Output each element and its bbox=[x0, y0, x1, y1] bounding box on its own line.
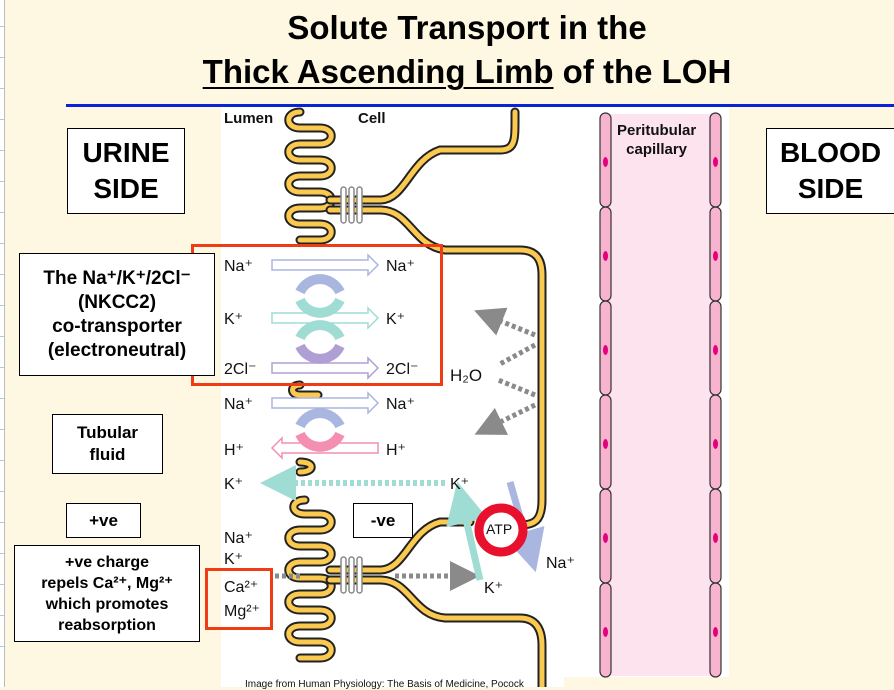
tubular-fluid-line2: fluid bbox=[89, 445, 126, 464]
water-arrows bbox=[474, 307, 537, 435]
capillary-label: Peritubular capillary bbox=[617, 121, 696, 159]
figure-background bbox=[221, 107, 564, 687]
cell-label: Cell bbox=[358, 110, 386, 127]
nkcc2-line1: The Na⁺/K⁺/2Cl⁻ bbox=[43, 267, 191, 289]
para-ion-mg: Mg²⁺ bbox=[224, 603, 260, 620]
charge-note-line1: +ve charge bbox=[64, 553, 150, 571]
pump-k-label: K⁺ bbox=[484, 580, 504, 597]
ion-left-na: Na⁺ bbox=[224, 258, 253, 275]
charge-note-line4: reabsorption bbox=[58, 616, 156, 634]
lumen-label: Lumen bbox=[224, 110, 274, 127]
basolateral-membrane bbox=[325, 107, 547, 687]
slide-title-line1: Solute Transport in the bbox=[287, 9, 647, 46]
na-h-exchanger bbox=[270, 391, 380, 460]
blood-side-box: BLOOD SIDE bbox=[766, 128, 894, 214]
k-carrier-arc-2 bbox=[295, 320, 345, 341]
para-ion-na: Na⁺ bbox=[224, 530, 253, 547]
negative-charge-box: -ve bbox=[353, 503, 413, 538]
na-carrier-arc bbox=[295, 274, 345, 295]
tubular-fluid-box: Tubular fluid bbox=[52, 414, 163, 474]
nkcc2-box: The Na⁺/K⁺/2Cl⁻ (NKCC2) co-transporter (… bbox=[19, 253, 215, 376]
blood-side-line1: BLOOD bbox=[779, 137, 882, 168]
ion-right-k-2: K⁺ bbox=[450, 476, 470, 493]
ion-right-cl: 2Cl⁻ bbox=[386, 361, 419, 378]
pump-k-arrow bbox=[446, 481, 488, 581]
atp-pump-ring bbox=[474, 503, 528, 557]
charge-note-line2: repels Ca²⁺, Mg²⁺ bbox=[41, 574, 173, 592]
para-ion-ca: Ca²⁺ bbox=[224, 579, 259, 596]
urine-side-line1: URINE bbox=[82, 137, 170, 168]
k-arrow bbox=[271, 306, 380, 330]
ion-left-cl: 2Cl⁻ bbox=[224, 361, 257, 378]
title-rest: of the LOH bbox=[553, 53, 732, 90]
divalent-cation-highlight bbox=[205, 568, 273, 630]
para-ion-k: K⁺ bbox=[224, 551, 244, 568]
image-credit: Image from Human Physiology: The Basis o… bbox=[245, 679, 524, 690]
nkcc2-highlight bbox=[191, 244, 443, 386]
h2o-label: H₂O bbox=[450, 366, 483, 385]
slide-title-line2: Thick Ascending Limb of the LOH bbox=[20, 53, 894, 91]
nkcc2-line2: (NKCC2) bbox=[77, 291, 157, 313]
na-arrow-1 bbox=[271, 253, 380, 277]
ion-left-h: H⁺ bbox=[224, 442, 244, 459]
cl-carrier-arc bbox=[295, 343, 345, 364]
peritubular-capillary bbox=[599, 112, 722, 678]
ion-left-na-2: Na⁺ bbox=[224, 396, 253, 413]
k-carrier-arc-1 bbox=[295, 297, 345, 318]
urine-side-line2: SIDE bbox=[93, 173, 159, 204]
charge-note-line3: which promotes bbox=[45, 595, 169, 613]
urine-side-box: URINE SIDE bbox=[67, 128, 185, 214]
nkcc2-transporter bbox=[271, 253, 380, 380]
ion-right-na-2: Na⁺ bbox=[386, 396, 415, 413]
charge-note-box: +ve charge repels Ca²⁺, Mg²⁺ which promo… bbox=[14, 545, 200, 642]
capillary-label-line2: capillary bbox=[626, 141, 688, 158]
nkcc2-line3: co-transporter bbox=[52, 315, 182, 337]
tight-junction-upper bbox=[340, 186, 363, 224]
tight-junction-lower bbox=[340, 556, 363, 594]
cl-arrow bbox=[271, 356, 380, 380]
blood-side-line2: SIDE bbox=[797, 173, 864, 204]
nuclei bbox=[603, 157, 718, 637]
nkcc2-line4: (electroneutral) bbox=[47, 339, 187, 361]
capillary-label-line1: Peritubular bbox=[617, 122, 697, 139]
pump-na-label: Na⁺ bbox=[546, 555, 575, 572]
slide-edge bbox=[0, 0, 5, 687]
ion-right-k: K⁺ bbox=[386, 311, 406, 328]
ion-left-k-2: K⁺ bbox=[224, 476, 244, 493]
ion-right-na: Na⁺ bbox=[386, 258, 415, 275]
tubular-fluid-line1: Tubular bbox=[76, 423, 139, 442]
na-arrow-2 bbox=[271, 391, 380, 415]
title-rule bbox=[66, 104, 894, 107]
ion-right-h: H⁺ bbox=[386, 442, 406, 459]
atp-label: ATP bbox=[486, 521, 513, 537]
ion-left-k: K⁺ bbox=[224, 311, 244, 328]
title-emphasis: Thick Ascending Limb bbox=[202, 53, 554, 90]
na-k-atpase bbox=[446, 481, 545, 581]
positive-charge-box: +ve bbox=[66, 503, 141, 538]
